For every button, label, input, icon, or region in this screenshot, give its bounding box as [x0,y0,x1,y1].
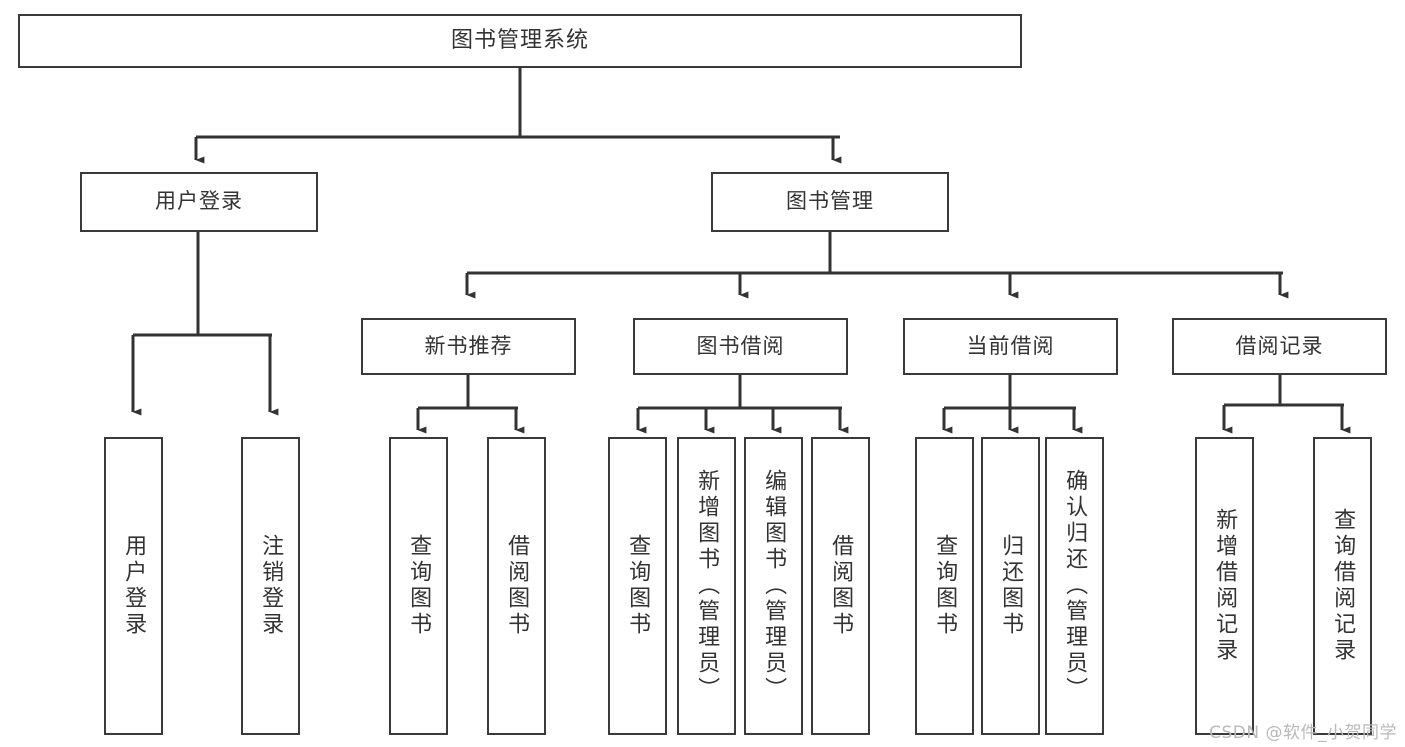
node-new-book-recommend[interactable]: 新书推荐 [361,318,576,375]
node-borrow-record-label: 借阅记录 [1235,333,1324,358]
node-leaf-query-record[interactable]: 查询借阅记录 [1313,437,1372,735]
node-leaf-return-book[interactable]: 归还图书 [981,437,1040,735]
node-book-manage[interactable]: 图书管理 [711,172,949,232]
node-leaf-add-book[interactable]: 新增图书（管理员） [677,437,736,735]
node-leaf-query-book-2[interactable]: 查询图书 [608,437,667,735]
node-leaf-borrow-book-1-label: 借阅图书 [504,534,530,638]
node-leaf-borrow-book-1[interactable]: 借阅图书 [487,437,546,735]
node-leaf-confirm-return[interactable]: 确认归还（管理员） [1045,437,1104,735]
node-leaf-logout-label: 注销登录 [258,534,284,638]
node-leaf-query-book-1[interactable]: 查询图书 [389,437,448,735]
node-leaf-confirm-return-label: 确认归还（管理员） [1062,469,1088,703]
node-leaf-borrow-book-2-label: 借阅图书 [828,534,854,638]
node-root-label: 图书管理系统 [450,27,589,53]
node-current-borrow[interactable]: 当前借阅 [903,318,1118,375]
node-book-borrow-label: 图书借阅 [696,333,785,358]
node-leaf-user-login[interactable]: 用户登录 [104,437,163,735]
node-leaf-logout[interactable]: 注销登录 [241,437,300,735]
node-leaf-add-record-label: 新增借阅记录 [1212,508,1238,664]
node-root[interactable]: 图书管理系统 [18,14,1022,68]
node-leaf-edit-book-label: 编辑图书（管理员） [761,469,787,703]
node-current-borrow-label: 当前借阅 [966,333,1055,358]
node-leaf-borrow-book-2[interactable]: 借阅图书 [811,437,870,735]
node-leaf-add-record[interactable]: 新增借阅记录 [1195,437,1254,735]
node-user-login-label: 用户登录 [155,189,243,214]
node-leaf-query-book-1-label: 查询图书 [406,534,432,638]
node-borrow-record[interactable]: 借阅记录 [1172,318,1387,375]
node-leaf-return-book-label: 归还图书 [998,534,1024,638]
node-leaf-query-book-2-label: 查询图书 [625,534,651,638]
node-leaf-query-record-label: 查询借阅记录 [1330,508,1356,664]
node-leaf-add-book-label: 新增图书（管理员） [694,469,720,703]
node-leaf-query-book-3-label: 查询图书 [932,534,958,638]
node-leaf-user-login-label: 用户登录 [121,534,147,638]
node-book-manage-label: 图书管理 [786,189,874,214]
node-user-login[interactable]: 用户登录 [80,172,318,232]
node-leaf-query-book-3[interactable]: 查询图书 [915,437,974,735]
node-new-book-recommend-label: 新书推荐 [424,333,513,358]
node-leaf-edit-book[interactable]: 编辑图书（管理员） [744,437,803,735]
node-book-borrow[interactable]: 图书借阅 [633,318,848,375]
